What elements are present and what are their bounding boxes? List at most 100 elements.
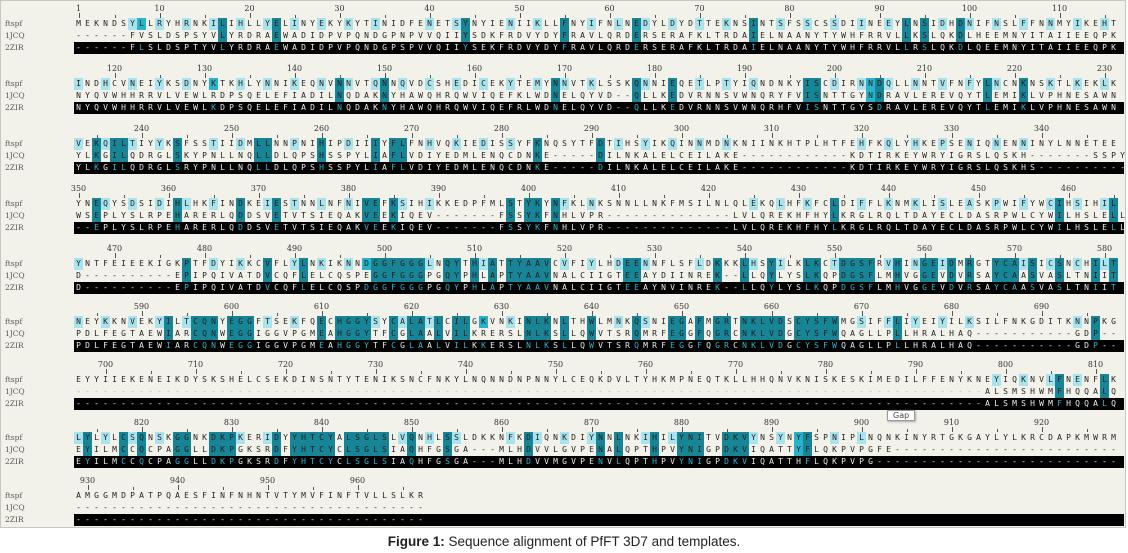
residue: Y <box>733 79 738 88</box>
sequence-label[interactable]: 2ZIR <box>5 43 24 52</box>
sequence-label[interactable]: ftspf <box>5 79 23 88</box>
residue: Y <box>193 151 198 160</box>
sequence-label[interactable]: ftspf <box>5 199 23 208</box>
sequence-label[interactable]: ftspf <box>5 139 23 148</box>
residue: Y <box>580 19 585 28</box>
residue: L <box>472 163 477 172</box>
ruler-number: 220 <box>1006 64 1023 73</box>
ruler-number: 540 <box>736 244 753 253</box>
sequence-label[interactable]: ftspf <box>5 433 23 442</box>
residue: F <box>382 329 387 338</box>
gap: - <box>472 457 477 466</box>
residue: L <box>571 91 576 100</box>
sequence-label[interactable]: 2ZIR <box>5 283 24 292</box>
residue: K <box>724 375 729 384</box>
residue: T <box>769 19 774 28</box>
residue: N <box>553 283 558 292</box>
sequence-label[interactable]: 2ZIR <box>5 341 24 350</box>
residue: E <box>317 18 326 30</box>
residue: D <box>724 457 729 466</box>
gap: - <box>265 387 270 396</box>
residue: E <box>76 375 81 384</box>
residue: V <box>283 329 288 338</box>
residue: N <box>74 316 83 328</box>
sequence-label[interactable]: 2ZIR <box>5 163 24 172</box>
residue: F <box>859 43 864 52</box>
residue: N <box>1012 79 1017 88</box>
sequence-label[interactable]: 1JCQ <box>5 445 25 454</box>
sequence-label[interactable]: 1JCQ <box>5 387 25 396</box>
residue: K <box>202 199 207 208</box>
residue: L <box>103 445 108 454</box>
residue: Q <box>137 444 146 456</box>
sequence-label[interactable]: 1JCQ <box>5 271 25 280</box>
sequence-label[interactable]: 1JCQ <box>5 91 25 100</box>
residue: Y <box>382 139 387 148</box>
gap: - <box>886 387 891 396</box>
residue: Q <box>706 375 711 384</box>
residue: I <box>452 328 461 340</box>
residue: E <box>589 457 594 466</box>
ruler-tick <box>474 73 476 78</box>
ruler-tick <box>159 13 161 18</box>
sequence-label[interactable]: 2ZIR <box>5 223 24 232</box>
sequence-label[interactable]: ftspf <box>5 259 23 268</box>
sequence-label[interactable]: 2ZIR <box>5 457 24 466</box>
residue: A <box>463 445 468 454</box>
sequence-label[interactable]: 2ZIR <box>5 515 24 524</box>
residue: Y <box>587 432 596 444</box>
gap: - <box>814 387 819 396</box>
sequence-label[interactable]: 1JCQ <box>5 151 25 160</box>
residue: L <box>643 103 648 112</box>
residue: Q <box>443 258 452 270</box>
residue: C <box>823 79 828 88</box>
sequence-label[interactable]: 1JCQ <box>5 211 25 220</box>
residue: C <box>1046 258 1055 270</box>
gap: - <box>976 387 981 396</box>
residue: Q <box>445 283 450 292</box>
residue: R <box>931 151 936 160</box>
sequence-label[interactable]: 1JCQ <box>5 329 25 338</box>
residue: N <box>301 199 306 208</box>
residue: R <box>256 43 261 52</box>
residue: E <box>1111 139 1116 148</box>
residue: V <box>616 375 621 384</box>
sequence-label[interactable]: 2ZIR <box>5 103 24 112</box>
residue: T <box>265 491 270 500</box>
residue: G <box>157 163 162 172</box>
gap: - <box>832 399 837 408</box>
residue: W <box>1093 433 1098 442</box>
residue: I <box>193 271 198 280</box>
sequence-label[interactable]: ftspf <box>5 317 23 326</box>
residue: V <box>265 211 270 220</box>
residue: E <box>877 19 882 28</box>
gap: - <box>481 445 486 454</box>
residue: R <box>418 491 423 500</box>
residue: K <box>787 79 792 88</box>
residue: F <box>814 199 819 208</box>
gap: - <box>580 387 585 396</box>
gap: - <box>760 163 765 172</box>
residue: Q <box>137 432 146 444</box>
residue: R <box>850 223 855 232</box>
residue: S <box>1028 270 1037 282</box>
sequence-label[interactable]: 2ZIR <box>5 399 24 408</box>
sequence-label[interactable]: ftspf <box>5 19 23 28</box>
residue: E <box>688 151 693 160</box>
residue: E <box>92 210 101 222</box>
ruler-number: 290 <box>583 124 600 133</box>
residue: E <box>668 78 677 90</box>
residue: T <box>301 211 306 220</box>
gap: - <box>625 223 630 232</box>
sequence-label[interactable]: 1JCQ <box>5 31 25 40</box>
ruler-number: 740 <box>457 360 474 369</box>
sequence-label[interactable]: ftspf <box>5 375 23 384</box>
sequence-label[interactable]: ftspf <box>5 491 23 500</box>
residue: E <box>328 211 333 220</box>
residue: N <box>1012 43 1017 52</box>
gap: - <box>967 457 972 466</box>
sequence-label[interactable]: 1JCQ <box>5 503 25 512</box>
residue: L <box>1066 283 1071 292</box>
residue: W <box>922 163 927 172</box>
